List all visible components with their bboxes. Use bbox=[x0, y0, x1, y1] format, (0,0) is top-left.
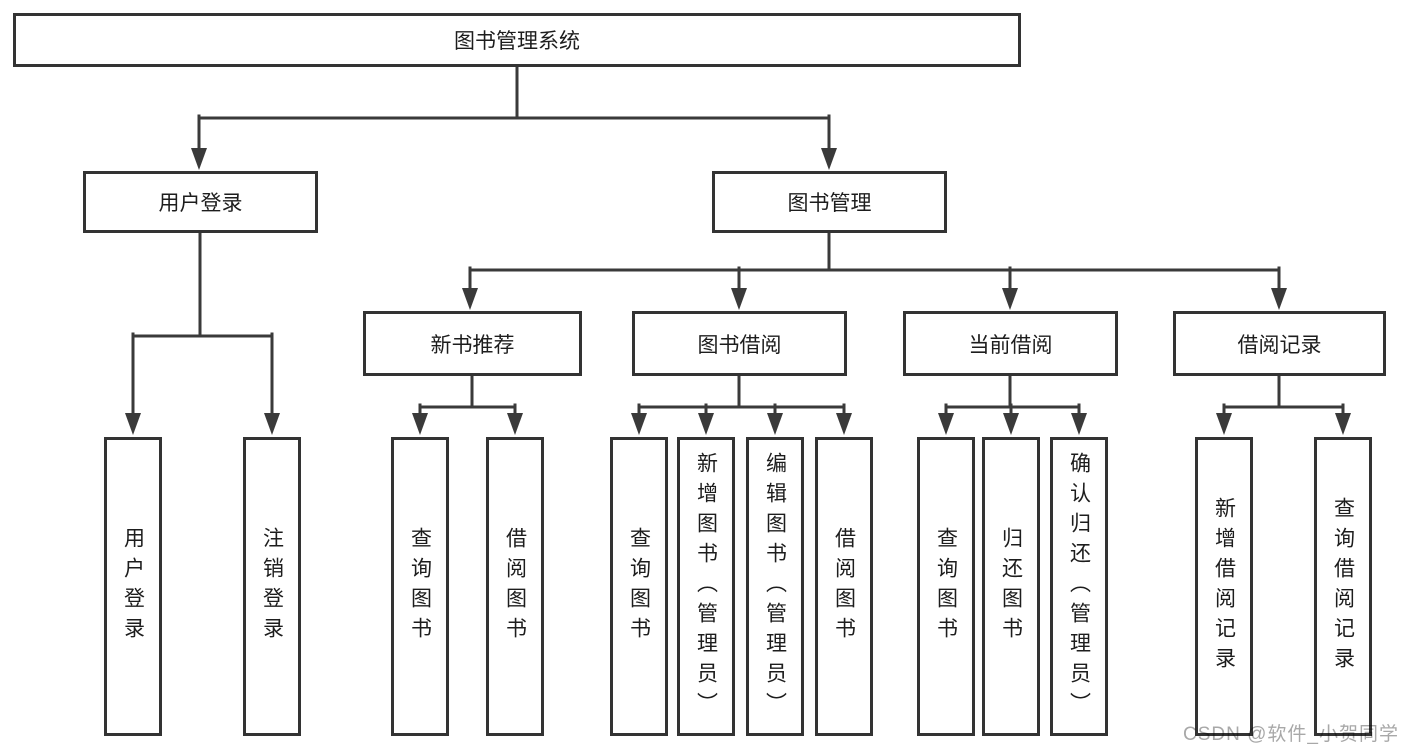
arrowheads bbox=[125, 148, 1351, 435]
node-borrow-record: 借阅记录 bbox=[1173, 311, 1386, 376]
connector-root bbox=[197, 62, 831, 152]
node-current-borrow: 当前借阅 bbox=[903, 311, 1118, 376]
node-label: 图书管理 bbox=[787, 192, 872, 215]
leaf-label: 注销登录 bbox=[260, 526, 284, 647]
leaf-label: 新增图书（管理员） bbox=[694, 451, 718, 722]
leaf-logout: 注销登录 bbox=[243, 437, 301, 736]
leaf-edit-books-admin: 编辑图书（管理员） bbox=[746, 437, 804, 736]
connector-book-borrow bbox=[637, 372, 846, 418]
node-label: 借阅记录 bbox=[1237, 333, 1322, 357]
node-new-book-recommend: 新书推荐 bbox=[363, 311, 582, 376]
leaf-label: 查询图书 bbox=[408, 526, 432, 647]
node-label: 新书推荐 bbox=[430, 333, 515, 357]
leaf-query-borrow-record: 查询借阅记录 bbox=[1314, 437, 1372, 736]
leaf-user-login: 用户登录 bbox=[104, 437, 162, 736]
node-user-login-branch: 用户登录 bbox=[83, 171, 318, 233]
leaf-add-borrow-record: 新增借阅记录 bbox=[1195, 437, 1253, 736]
connector-borrow-record bbox=[1222, 372, 1345, 418]
leaf-label: 确认归还（管理员） bbox=[1067, 451, 1091, 722]
connector-book-management bbox=[468, 229, 1281, 292]
connector-new-book-recommend bbox=[418, 372, 517, 418]
leaf-query-books-recommend: 查询图书 bbox=[391, 437, 449, 736]
leaf-confirm-return-admin: 确认归还（管理员） bbox=[1050, 437, 1108, 736]
leaf-query-books-current: 查询图书 bbox=[917, 437, 975, 736]
leaf-label: 查询借阅记录 bbox=[1331, 496, 1355, 677]
leaf-label: 编辑图书（管理员） bbox=[763, 451, 787, 722]
node-book-management-branch: 图书管理 bbox=[712, 171, 947, 233]
leaf-borrow-books-recommend: 借阅图书 bbox=[486, 437, 544, 736]
leaf-label: 查询图书 bbox=[934, 526, 958, 647]
leaf-return-books: 归还图书 bbox=[982, 437, 1040, 736]
leaf-label: 借阅图书 bbox=[832, 526, 856, 647]
node-label: 图书管理系统 bbox=[454, 30, 580, 53]
node-label: 用户登录 bbox=[158, 192, 243, 215]
connector-current-borrow bbox=[944, 372, 1081, 418]
node-system-root: 图书管理系统 bbox=[13, 13, 1021, 67]
node-book-borrow: 图书借阅 bbox=[632, 311, 847, 376]
leaf-label: 归还图书 bbox=[999, 526, 1023, 647]
leaf-label: 借阅图书 bbox=[503, 526, 527, 647]
leaf-query-books-borrow: 查询图书 bbox=[610, 437, 668, 736]
leaf-label: 新增借阅记录 bbox=[1212, 496, 1236, 677]
connector-user-login bbox=[131, 229, 274, 418]
leaf-add-books-admin: 新增图书（管理员） bbox=[677, 437, 735, 736]
leaf-borrow-books: 借阅图书 bbox=[815, 437, 873, 736]
leaf-label: 用户登录 bbox=[121, 526, 145, 647]
leaf-label: 查询图书 bbox=[627, 526, 651, 647]
node-label: 图书借阅 bbox=[697, 333, 782, 357]
csdn-watermark: CSDN @软件_小贺同学 bbox=[1183, 724, 1399, 745]
node-label: 当前借阅 bbox=[968, 333, 1053, 357]
